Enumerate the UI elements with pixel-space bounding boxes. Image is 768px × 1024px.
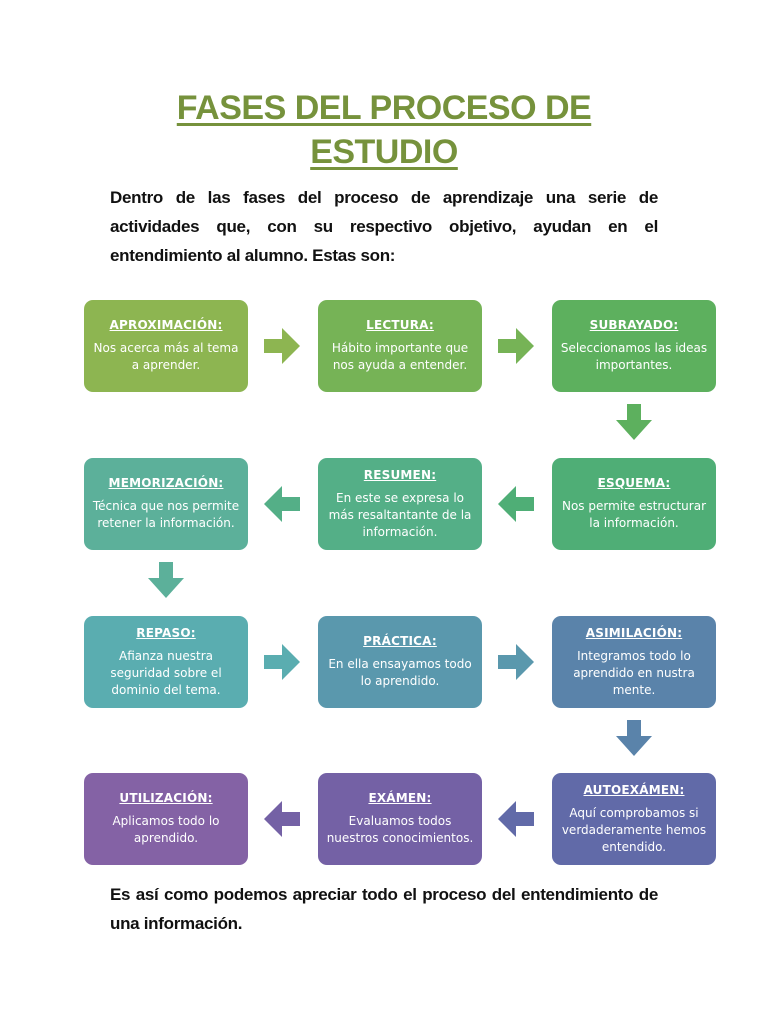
arrow-left-icon xyxy=(498,486,534,522)
phase-desc: Hábito importante que nos ayuda a entend… xyxy=(331,341,469,372)
arrow-right-icon xyxy=(264,328,300,364)
phase-desc: En ella ensayamos todo lo aprendido. xyxy=(328,657,472,688)
phase-desc: Evaluamos todos nuestros conocimientos. xyxy=(326,814,474,845)
phase-title: LECTURA: xyxy=(366,318,434,332)
conclusion-paragraph: Es así como podemos apreciar todo el pro… xyxy=(110,885,658,933)
phase-box-practica: PRÁCTICA: En ella ensayamos todo lo apre… xyxy=(318,616,482,708)
phase-box-utilizacion: UTILIZACIÓN: Aplicamos todo lo aprendido… xyxy=(84,773,248,865)
phase-desc: Aquí comprobamos si verdaderamente hemos… xyxy=(561,805,707,854)
arrow-down-icon xyxy=(616,720,652,756)
phase-title: EXÁMEN: xyxy=(368,791,432,805)
phase-desc: Seleccionamos las ideas importantes. xyxy=(560,341,708,372)
phase-box-asimilacion: ASIMILACIÓN: Integramos todo lo aprendid… xyxy=(552,616,716,708)
arrow-down-icon xyxy=(616,404,652,440)
arrow-down-icon xyxy=(148,562,184,598)
phase-box-memorizacion: MEMORIZACIÓN: Técnica que nos permite re… xyxy=(84,458,248,550)
arrow-left-icon xyxy=(264,801,300,837)
phase-desc: Integramos todo lo aprendido en nustra m… xyxy=(573,648,695,697)
phase-box-lectura: LECTURA: Hábito importante que nos ayuda… xyxy=(318,300,482,392)
intro-paragraph: Dentro de las fases del proceso de apren… xyxy=(110,188,658,265)
phase-title: APROXIMACIÓN: xyxy=(109,318,223,332)
title-line-2: ESTUDIO xyxy=(310,133,458,171)
phase-title: ESQUEMA: xyxy=(597,476,671,490)
phase-box-examen: EXÁMEN: Evaluamos todos nuestros conocim… xyxy=(318,773,482,865)
phase-box-subrayado: SUBRAYADO: Seleccionamos las ideas impor… xyxy=(552,300,716,392)
phase-title: REPASO: xyxy=(136,625,196,640)
phase-title: AUTOEXÁMEN: xyxy=(583,782,685,797)
page-title: FASES DEL PROCESO DE ESTUDIO xyxy=(0,86,768,174)
phase-desc: Nos acerca más al tema a aprender. xyxy=(93,341,239,372)
phase-box-autoexamen: AUTOEXÁMEN: Aquí comprobamos si verdader… xyxy=(552,773,716,865)
phase-box-aproximacion: APROXIMACIÓN: Nos acerca más al tema a a… xyxy=(84,300,248,392)
phase-box-esquema: ESQUEMA: Nos permite estructurar la info… xyxy=(552,458,716,550)
arrow-right-icon xyxy=(498,328,534,364)
phase-box-resumen: RESUMEN: En este se expresa lo más resal… xyxy=(318,458,482,550)
arrow-left-icon xyxy=(264,486,300,522)
phase-title: MEMORIZACIÓN: xyxy=(108,476,224,490)
arrow-right-icon xyxy=(498,644,534,680)
phase-title: ASIMILACIÓN: xyxy=(585,625,683,640)
arrow-left-icon xyxy=(498,801,534,837)
phase-title: PRÁCTICA: xyxy=(363,634,437,648)
phase-desc: Afianza nuestra seguridad sobre el domin… xyxy=(110,648,222,697)
arrow-right-icon xyxy=(264,644,300,680)
title-line-1: FASES DEL PROCESO DE xyxy=(176,89,592,127)
phase-title: RESUMEN: xyxy=(363,467,437,482)
phase-title: UTILIZACIÓN: xyxy=(119,791,213,805)
phase-desc: Aplicamos todo lo aprendido. xyxy=(112,814,220,845)
phase-desc: En este se expresa lo más resaltantante … xyxy=(328,490,472,539)
phase-desc: Nos permite estructurar la información. xyxy=(561,499,707,530)
phase-box-repaso: REPASO: Afianza nuestra seguridad sobre … xyxy=(84,616,248,708)
phase-desc: Técnica que nos permite retener la infor… xyxy=(92,499,240,530)
phase-title: SUBRAYADO: xyxy=(589,318,679,332)
